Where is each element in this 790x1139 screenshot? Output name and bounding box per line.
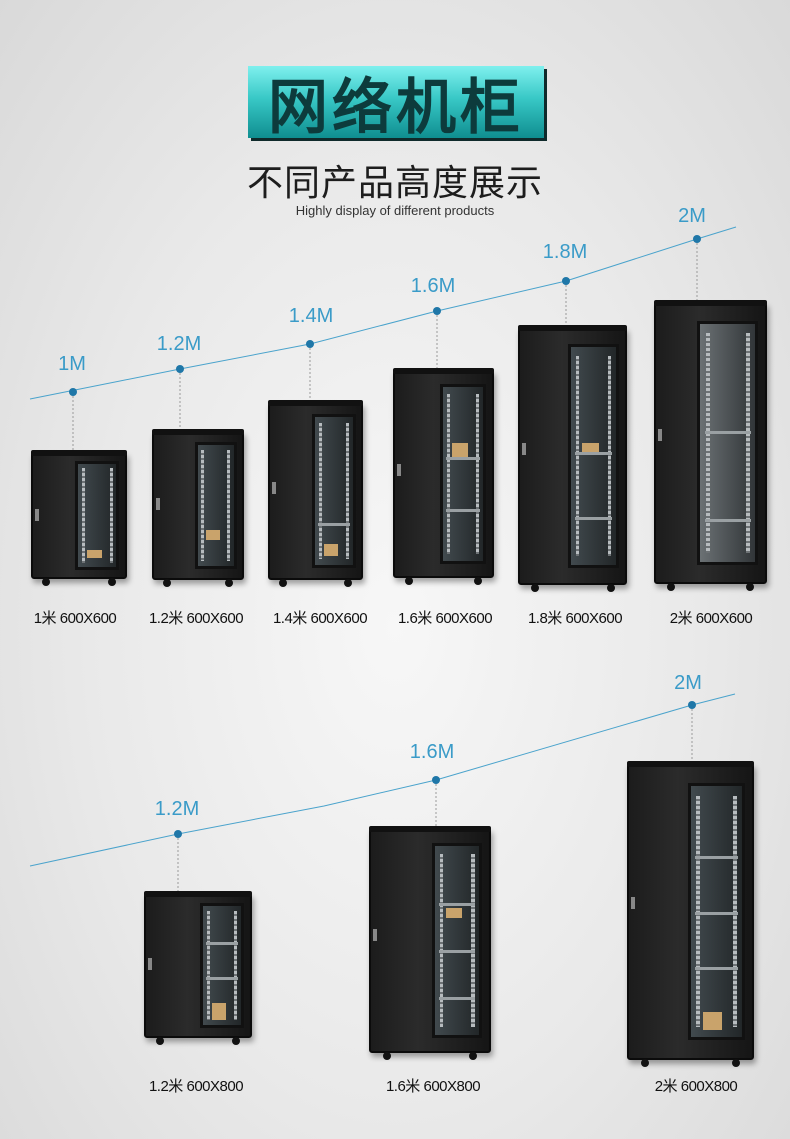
height-label-1-6m: 1.6M xyxy=(410,275,456,297)
row1-marker-3 xyxy=(306,340,314,348)
caption-1-4m-600x600: 1.4米 600X600 xyxy=(272,610,368,627)
row2-marker-2 xyxy=(432,776,440,784)
row2-height-label-1-2m: 1.2M xyxy=(154,798,200,820)
cabinet-1-4m-600x600 xyxy=(268,400,363,587)
height-label-1-4m: 1.4M xyxy=(288,305,334,327)
row1-marker-2 xyxy=(176,365,184,373)
cabinet-2m-600x800 xyxy=(627,761,754,1067)
cabinet-1-6m-600x600 xyxy=(393,368,494,585)
height-label-1m: 1M xyxy=(58,353,86,375)
row2-marker-3 xyxy=(688,701,696,709)
cabinet-1-6m-600x800 xyxy=(369,826,491,1060)
height-label-1-2m: 1.2M xyxy=(156,333,202,355)
caption-1-2m-600x800: 1.2米 600X800 xyxy=(148,1078,244,1095)
row1-trend-line xyxy=(29,226,737,400)
row2-height-label-1-6m: 1.6M xyxy=(409,741,455,763)
caption-2m-600x800: 2米 600X800 xyxy=(654,1078,738,1095)
caption-1m-600x600: 1米 600X600 xyxy=(33,610,117,627)
row2-height-label-2m: 2M xyxy=(674,672,702,694)
cabinet-1-2m-600x800 xyxy=(144,891,252,1045)
caption-1-6m-600x800: 1.6米 600X800 xyxy=(385,1078,481,1095)
row1-marker-1 xyxy=(69,388,77,396)
caption-1-6m-600x600: 1.6米 600X600 xyxy=(397,610,493,627)
height-label-1-8m: 1.8M xyxy=(542,241,588,263)
cabinet-1m-600x600 xyxy=(31,450,127,586)
row1-marker-4 xyxy=(433,307,441,315)
row2-marker-1 xyxy=(174,830,182,838)
height-label-2m: 2M xyxy=(678,205,706,227)
caption-1-2m-600x600: 1.2米 600X600 xyxy=(148,610,244,627)
cabinet-1-2m-600x600 xyxy=(152,429,244,587)
cabinet-1-8m-600x600 xyxy=(518,325,627,592)
caption-2m-600x600: 2米 600X600 xyxy=(669,610,753,627)
caption-1-8m-600x600: 1.8米 600X600 xyxy=(527,610,623,627)
subtitle-english: Highly display of different products xyxy=(295,203,495,218)
subtitle-chinese: 不同产品高度展示 xyxy=(246,163,543,204)
cabinet-2m-600x600 xyxy=(654,300,767,591)
row2-trend-line xyxy=(29,693,736,867)
page-title: 网络机柜 xyxy=(248,66,544,143)
row1-marker-5 xyxy=(562,277,570,285)
row1-marker-6 xyxy=(693,235,701,243)
